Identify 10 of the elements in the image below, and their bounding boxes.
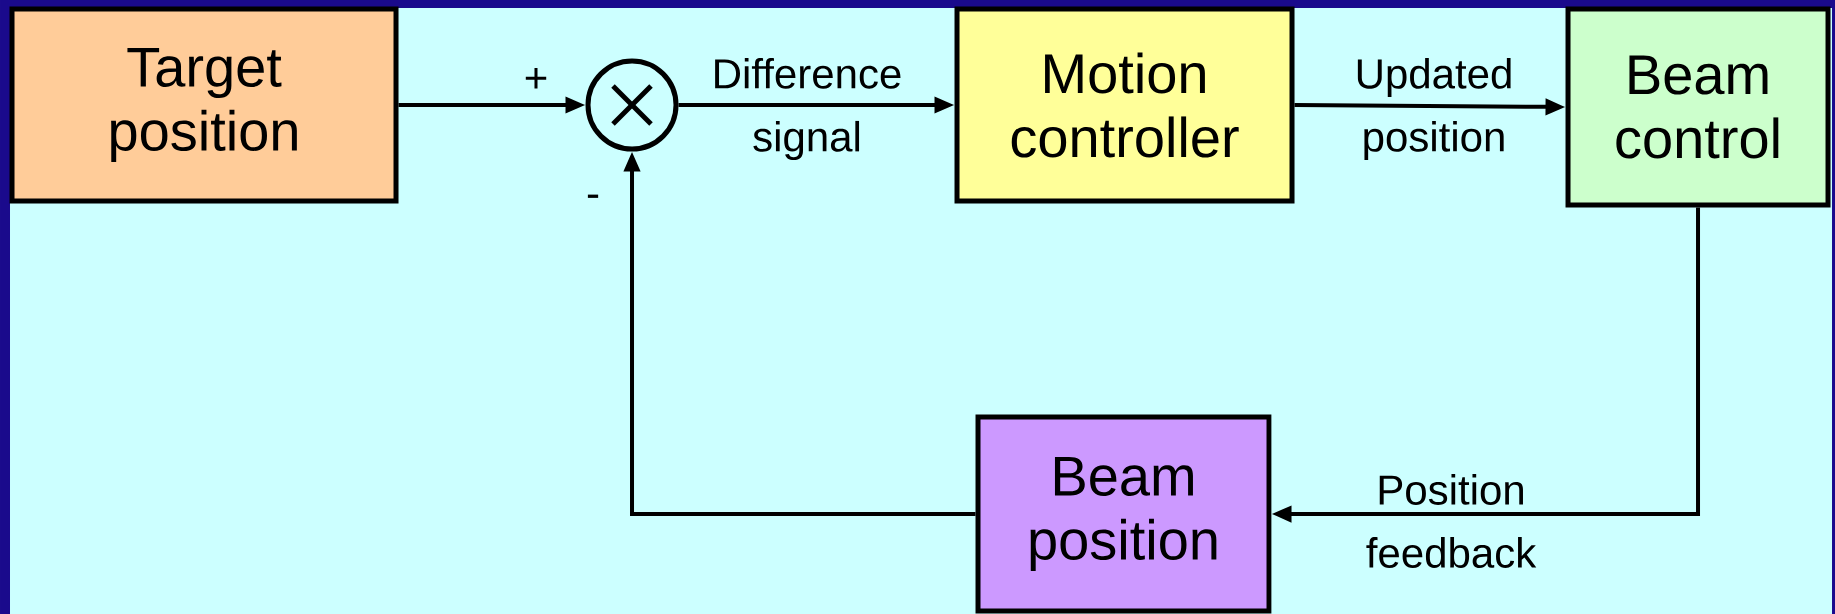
process-box: Target position bbox=[9, 6, 399, 204]
edge-label: Updated position bbox=[1357, 57, 1511, 161]
edge-label: Difference signal bbox=[715, 57, 901, 161]
process-box: Beam control bbox=[1565, 6, 1831, 208]
summing-junction bbox=[585, 58, 679, 152]
process-box: Motion controller bbox=[954, 6, 1295, 204]
sign-label: + bbox=[525, 67, 547, 89]
sign-label: - bbox=[587, 194, 599, 198]
edge-label: Position feedback bbox=[1366, 474, 1537, 568]
process-box: Beam position bbox=[975, 414, 1272, 614]
